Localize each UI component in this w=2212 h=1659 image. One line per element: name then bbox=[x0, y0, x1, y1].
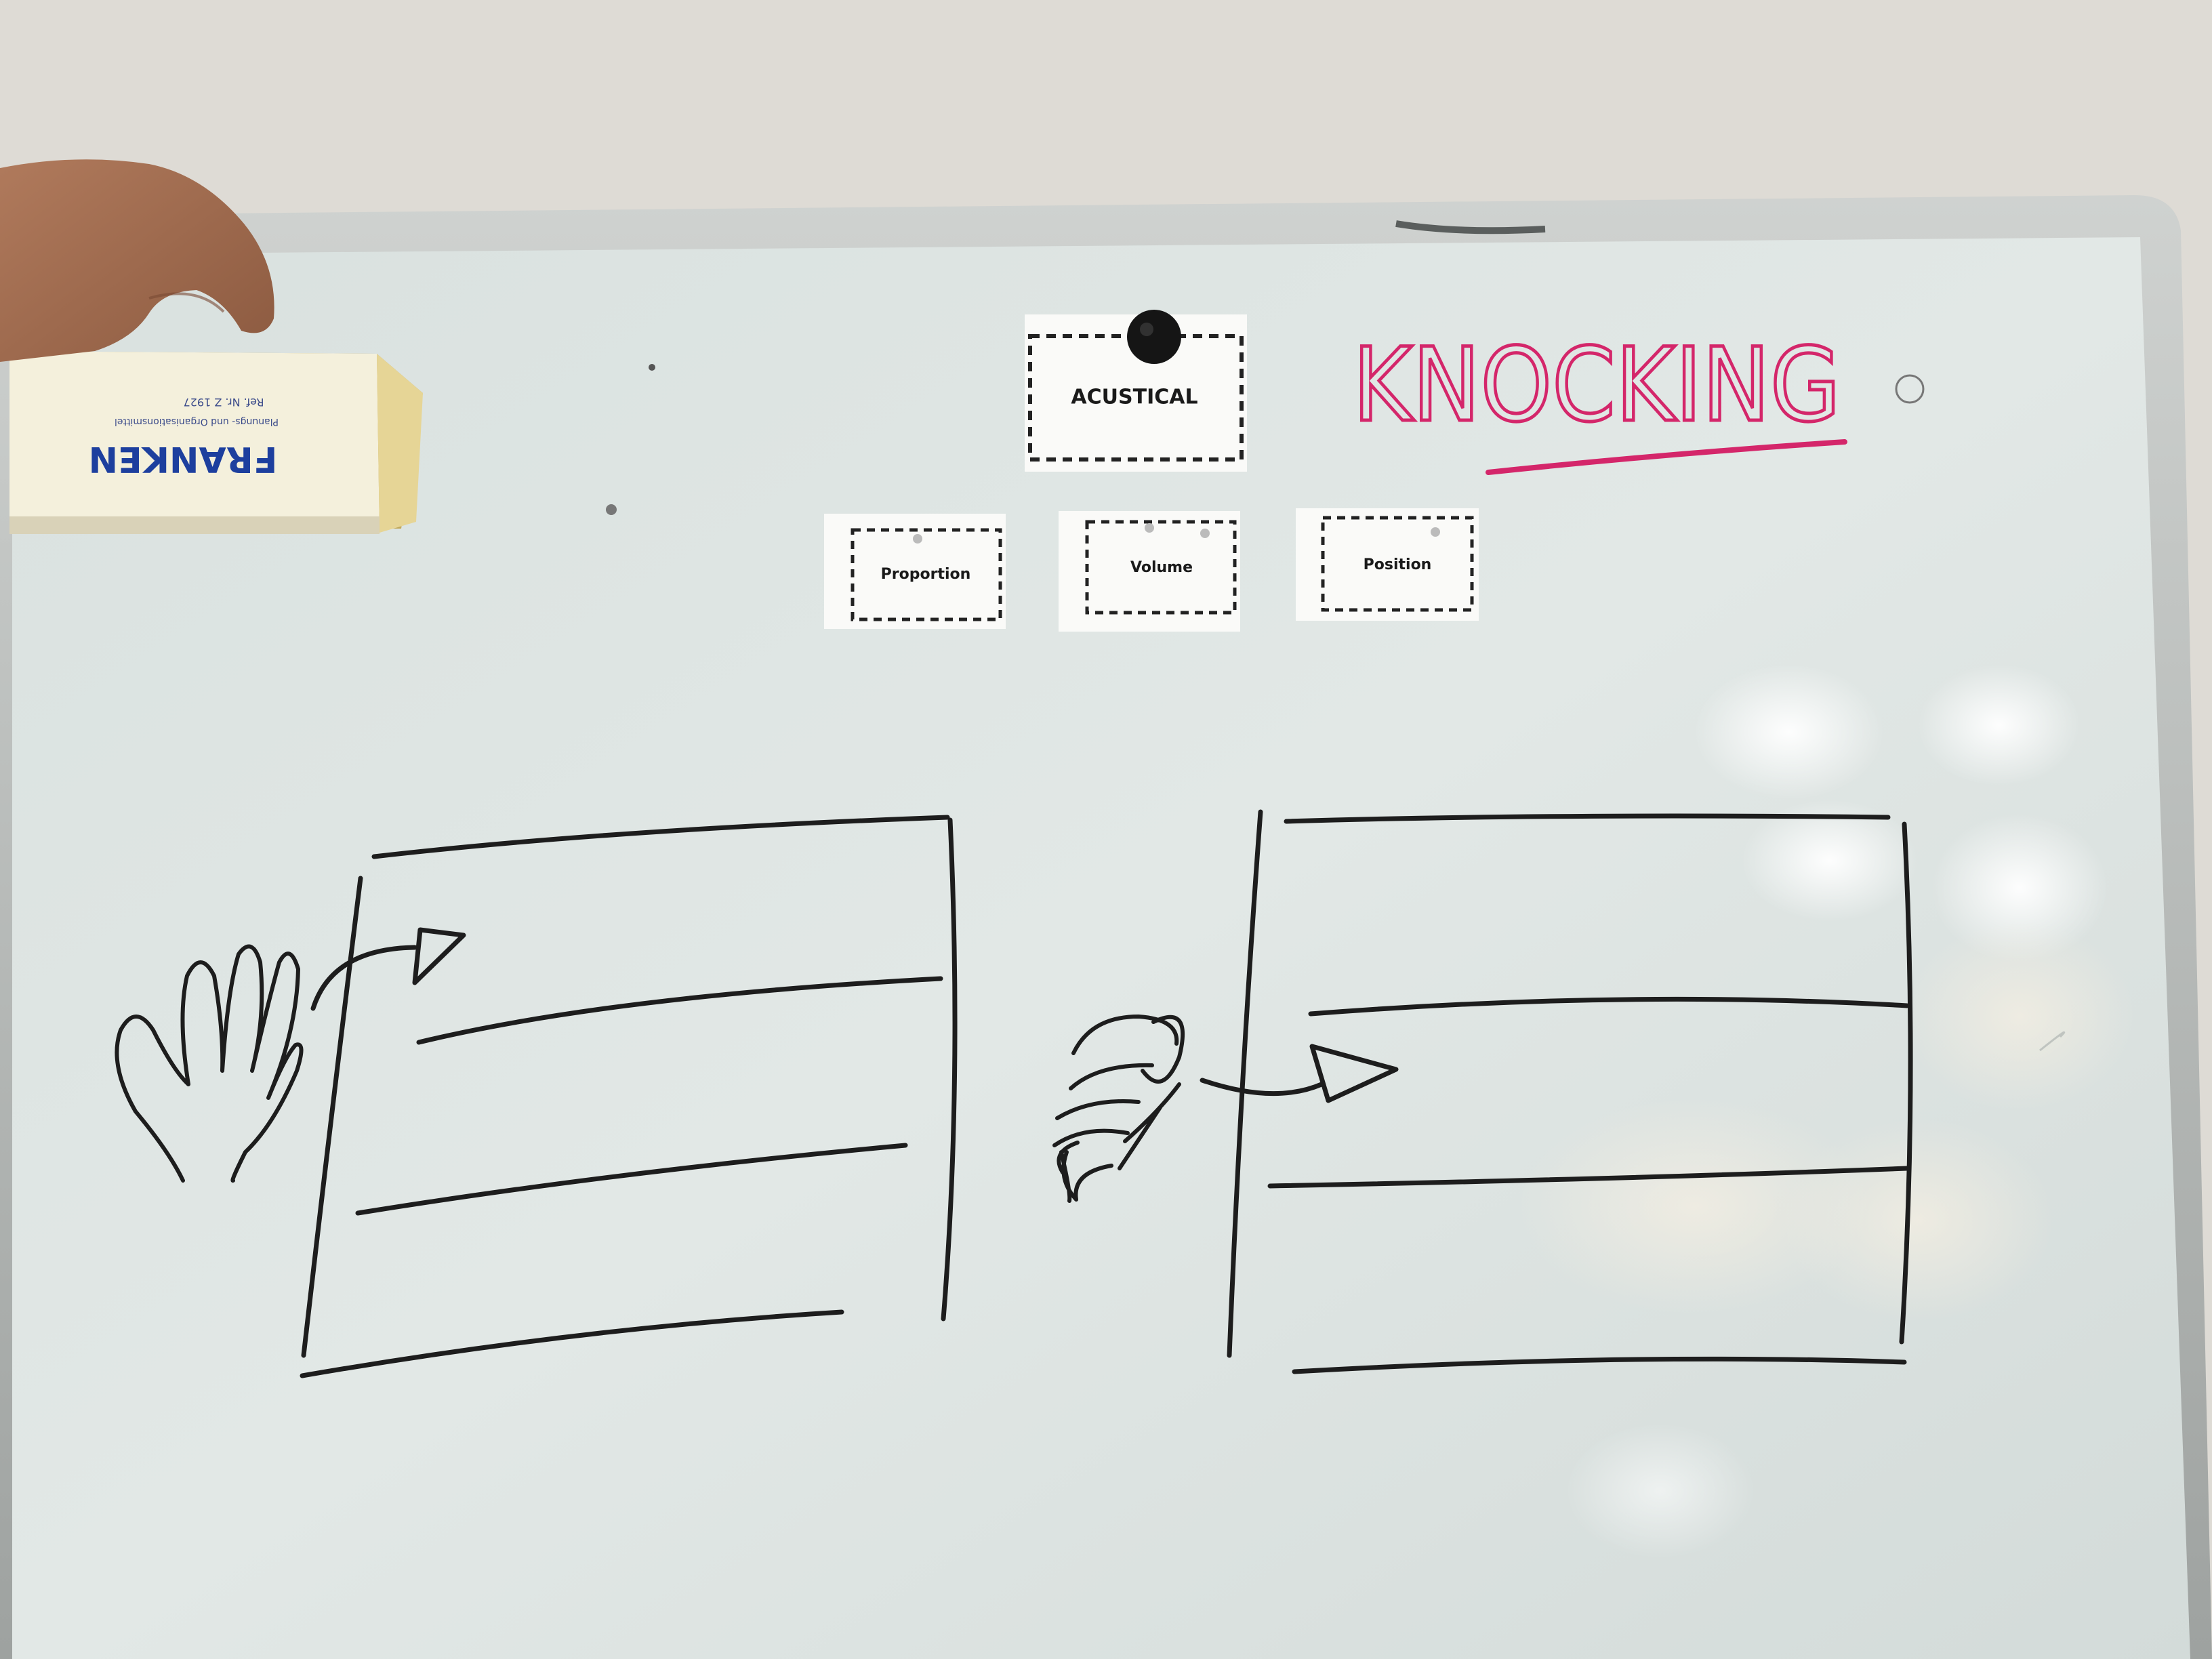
knocking-heading-text: KNOCKING bbox=[1353, 327, 1841, 445]
board-dot bbox=[606, 504, 617, 515]
card-position-label: Position bbox=[1364, 556, 1432, 573]
left-arrow-icon bbox=[310, 927, 466, 1011]
open-hand-icon bbox=[115, 944, 304, 1183]
right-screen-top bbox=[1284, 813, 1891, 824]
frame-smudge bbox=[1395, 220, 1546, 234]
right-screen-line-2 bbox=[1267, 1166, 1910, 1189]
right-arrow-icon bbox=[1200, 1044, 1399, 1103]
knocking-underline bbox=[1486, 439, 1847, 475]
fist-icon bbox=[1052, 1015, 1185, 1203]
ghost-mark bbox=[2039, 1031, 2066, 1052]
card-proportion: Proportion bbox=[824, 514, 1006, 629]
card-volume: Volume bbox=[1059, 511, 1240, 632]
left-screen-bottom bbox=[300, 1309, 844, 1378]
sketch-right bbox=[1052, 809, 1913, 1374]
board-dot bbox=[649, 364, 655, 371]
left-screen-left bbox=[301, 876, 363, 1358]
eraser-brand: FRANKEN bbox=[89, 438, 278, 479]
magnet-icon bbox=[1127, 310, 1181, 364]
eraser: FRANKEN Planungs- und Organisationsmitte… bbox=[9, 351, 423, 534]
right-screen-left bbox=[1227, 809, 1263, 1358]
right-screen-line-1 bbox=[1308, 996, 1910, 1017]
card-volume-label: Volume bbox=[1130, 559, 1193, 576]
board-ring-mark bbox=[1895, 374, 1925, 404]
pin-icon bbox=[1200, 529, 1210, 538]
pin-icon bbox=[1431, 527, 1440, 537]
left-screen-line-1 bbox=[416, 976, 943, 1045]
pin-icon bbox=[1145, 523, 1154, 533]
left-screen-top bbox=[371, 815, 950, 859]
left-screen-line-2 bbox=[355, 1143, 908, 1216]
eraser-line-2: Ref. Nr. Z 1927 bbox=[184, 396, 264, 409]
eraser-line-1: Planungs- und Organisationsmittel bbox=[115, 416, 279, 427]
right-screen-bottom bbox=[1292, 1356, 1907, 1374]
card-position: Position bbox=[1296, 508, 1479, 621]
card-proportion-label: Proportion bbox=[881, 566, 971, 583]
knocking-heading: KNOCKING bbox=[1351, 325, 1847, 475]
sketch-left bbox=[115, 815, 958, 1378]
hand bbox=[0, 159, 274, 362]
right-screen-right bbox=[1899, 821, 1913, 1345]
card-acustical: ACUSTICAL bbox=[1025, 310, 1247, 472]
pin-icon bbox=[913, 534, 922, 544]
card-acustical-label: ACUSTICAL bbox=[1071, 386, 1197, 409]
window-reflections bbox=[1518, 664, 2135, 1559]
left-screen-right bbox=[941, 817, 958, 1322]
